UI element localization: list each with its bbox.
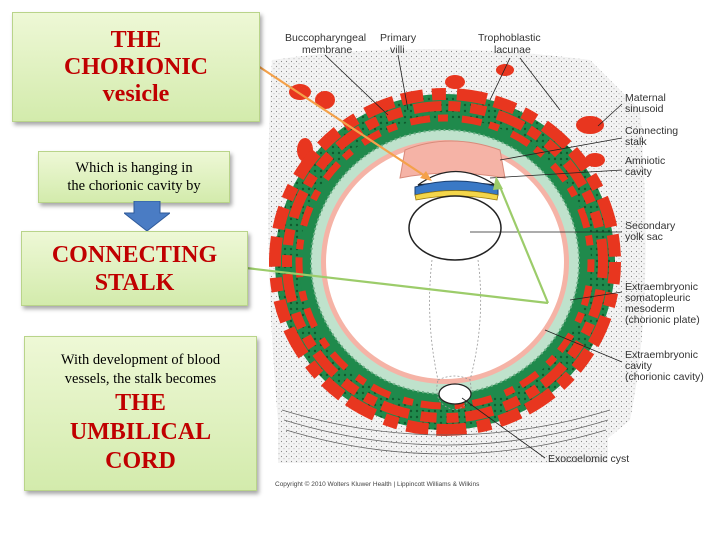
label-extra-somato-4: (chorionic plate) <box>625 314 700 326</box>
umbilical-cord-box: With development of blood vessels, the s… <box>24 336 257 491</box>
umbilical-red-3: CORD <box>105 448 176 474</box>
label-buccopharyngeal: Buccopharyngeal <box>285 32 366 44</box>
umbilical-red-2: UMBILICAL <box>69 419 212 445</box>
label-maternal-sinusoid: Maternal <box>625 92 666 104</box>
title-line-3: vesicle <box>102 80 170 107</box>
title-line-2: CHORIONIC <box>63 53 208 80</box>
connecting-stalk-box: CONNECTING STALK <box>21 231 248 306</box>
label-secondary-yolk-sac-2: yolk sac <box>625 231 663 243</box>
label-extra-cavity: Extraembryonic <box>625 349 698 361</box>
hanging-line-2: the chorionic cavity by <box>67 178 201 194</box>
stalk-line-2: STALK <box>94 269 175 296</box>
orange-pointer-head <box>420 171 432 181</box>
label-extra-somato: Extraembryonic <box>625 281 698 293</box>
label-trophoblastic-2: lacunae <box>494 44 531 56</box>
label-extra-cavity-2: cavity <box>625 360 653 372</box>
embryonic-disc <box>414 170 499 201</box>
copyright-text: Copyright © 2010 Wolters Kluwer Health |… <box>275 480 480 488</box>
umbilical-text-2: vessels, the stalk becomes <box>64 371 217 387</box>
decidua-stripes <box>281 409 611 455</box>
umbilical-text-1: With development of blood <box>60 352 221 368</box>
label-secondary-yolk-sac: Secondary <box>625 220 676 232</box>
label-extra-cavity-3: (chorionic cavity) <box>625 371 704 383</box>
label-trophoblastic: Trophoblastic <box>478 32 541 44</box>
label-buccopharyngeal-2: membrane <box>302 44 352 56</box>
label-connecting-stalk: Connecting <box>625 125 678 137</box>
label-maternal-sinusoid-2: sinusoid <box>625 103 664 115</box>
label-amniotic-cavity: Amniotic <box>625 155 665 167</box>
green-pointer-head <box>493 176 503 190</box>
leader-lines <box>324 54 623 459</box>
green-pointer-up <box>496 181 550 304</box>
label-extra-somato-2: somatopleuric <box>625 292 690 304</box>
diagram-labels: Buccopharyngeal membrane Primary villi T… <box>275 32 704 488</box>
title-box: THE CHORIONIC vesicle <box>12 12 260 122</box>
green-pointer <box>245 266 549 305</box>
label-connecting-stalk-2: stalk <box>625 136 647 148</box>
label-primary-villi: Primary <box>380 32 417 44</box>
label-amniotic-cavity-2: cavity <box>625 166 653 178</box>
orange-pointer <box>257 65 429 179</box>
stalk-line-1: CONNECTING <box>51 241 218 268</box>
down-arrow-icon <box>124 201 170 231</box>
exocoelomic-cyst <box>429 259 482 411</box>
umbilical-red-1: THE <box>115 390 166 416</box>
label-extra-somato-3: mesoderm <box>625 303 675 315</box>
hanging-box: Which is hanging in the chorionic cavity… <box>38 151 230 203</box>
secondary-yolk-sac <box>408 195 502 261</box>
label-primary-villi-2: villi <box>390 44 405 56</box>
chorionic-cavity <box>326 145 564 379</box>
hanging-line-1: Which is hanging in <box>75 160 193 176</box>
title-line-1: THE <box>110 26 162 53</box>
label-exocoelomic-cyst: Exocoelomic cyst <box>548 453 629 465</box>
